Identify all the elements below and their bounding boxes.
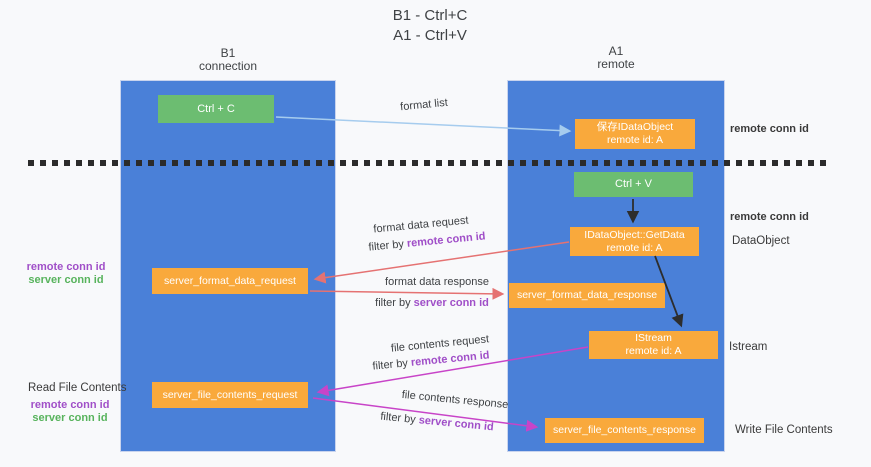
- getdata-line2: remote id: A: [606, 241, 663, 254]
- right-remote-conn-id-mid: remote conn id: [730, 211, 809, 223]
- idataobject-getdata-node: IDataObject::GetData remote id: A: [570, 227, 699, 256]
- remote-conn-id-value: remote conn id: [410, 349, 490, 369]
- server-conn-id-label: server conn id: [32, 412, 108, 424]
- remote-conn-id-label: remote conn id: [26, 261, 106, 273]
- title-line-2: A1 - Ctrl+V: [393, 27, 467, 44]
- file-response-label: server_file_contents_response: [552, 424, 696, 436]
- ctrl-c-node: Ctrl + C: [158, 95, 274, 123]
- ctrl-c-label: Ctrl + C: [197, 102, 235, 115]
- server-conn-id-label: server conn id: [28, 274, 104, 286]
- right-column-heading: A1 remote: [507, 45, 725, 71]
- server-file-contents-request-node: server_file_contents_request: [152, 382, 308, 408]
- right-column-name: A1: [608, 44, 624, 58]
- diagram-title: B1 - Ctrl+C A1 - Ctrl+V: [300, 6, 560, 46]
- filter-by-prefix: filter by: [375, 297, 414, 309]
- server-format-data-request-node: server_format_data_request: [152, 268, 308, 294]
- file-response-filter-label: filter by server conn id: [362, 409, 512, 435]
- server-conn-id-value: server conn id: [418, 414, 495, 434]
- right-remote-conn-id-top: remote conn id: [730, 123, 809, 135]
- file-contents-response-label: file contents response: [401, 388, 509, 412]
- title-line-1: B1 - Ctrl+C: [392, 7, 468, 24]
- arrow-format-data-response: [309, 287, 505, 300]
- ctrl-v-node: Ctrl + V: [574, 172, 693, 197]
- left-conn-id-stack-mid: remote conn id server conn id: [22, 261, 110, 287]
- format-response-filter-label: filter by server conn id: [357, 297, 507, 309]
- save-idataobject-node: 保存IDataObject remote id: A: [575, 119, 695, 149]
- filter-by-prefix: filter by: [379, 410, 420, 427]
- filter-by-prefix: filter by: [368, 237, 408, 254]
- istream-node: IStream remote id: A: [589, 331, 718, 359]
- server-format-data-response-node: server_format_data_response: [509, 283, 665, 308]
- format-request-label: server_format_data_request: [164, 274, 296, 287]
- left-column-role: connection: [198, 59, 258, 73]
- dataobject-label: DataObject: [732, 235, 790, 247]
- format-data-response-label: format data response: [385, 276, 489, 288]
- filter-by-prefix: filter by: [372, 356, 412, 373]
- right-column-role: remote: [597, 57, 635, 71]
- save-idataobject-line2: remote id: A: [606, 134, 664, 146]
- left-column-heading: B1 connection: [120, 47, 336, 73]
- remote-conn-id-label: remote conn id: [30, 399, 110, 411]
- istream-side-label: Istream: [729, 341, 768, 353]
- istream-line1: IStream: [635, 332, 672, 344]
- left-conn-id-stack-bottom: remote conn id server conn id: [26, 399, 114, 425]
- file-request-label: server_file_contents_request: [162, 388, 298, 401]
- read-file-contents-label: Read File Contents: [28, 382, 127, 394]
- write-file-contents-label: Write File Contents: [735, 424, 833, 436]
- getdata-line1: IDataObject::GetData: [584, 228, 685, 241]
- save-idataobject-line1: 保存IDataObject: [596, 121, 674, 133]
- ctrl-v-label: Ctrl + V: [615, 178, 652, 190]
- istream-line2: remote id: A: [625, 345, 682, 357]
- remote-conn-id-value: remote conn id: [406, 230, 486, 250]
- left-column-name: B1: [220, 46, 236, 60]
- format-list-label: format list: [399, 96, 449, 114]
- server-file-contents-response-node: server_file_contents_response: [545, 418, 704, 443]
- format-response-label: server_format_data_response: [516, 289, 658, 301]
- server-conn-id-value: server conn id: [413, 297, 489, 309]
